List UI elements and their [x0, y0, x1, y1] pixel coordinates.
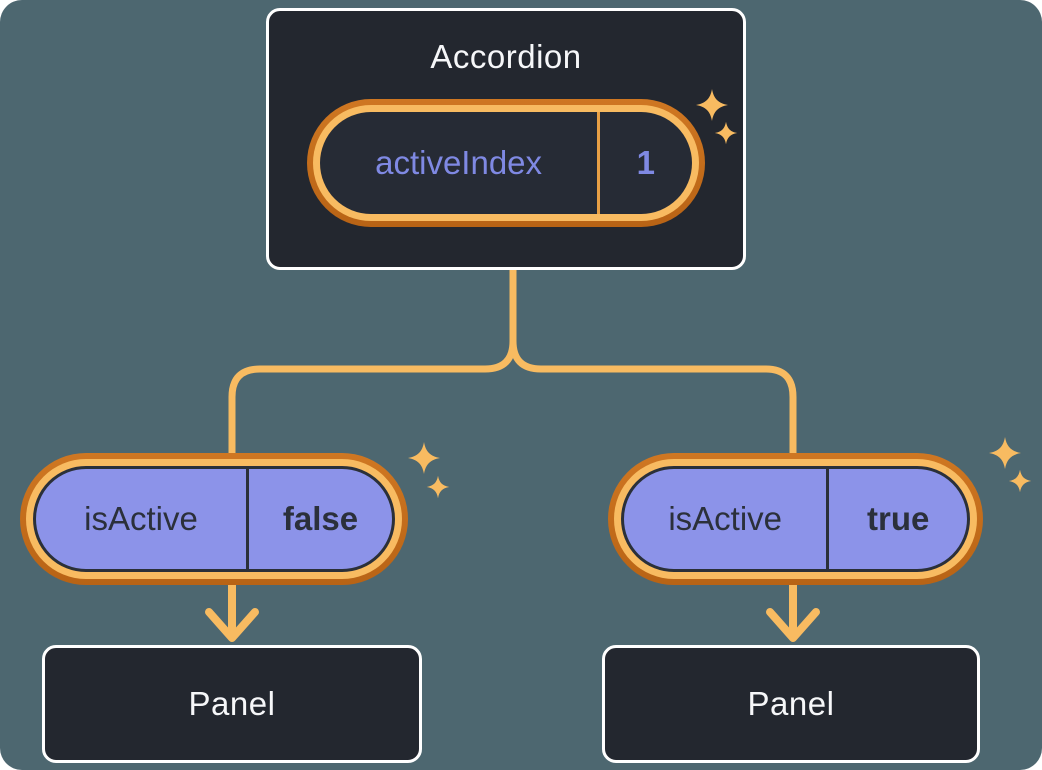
prop-pill-ring: isActive false [26, 459, 402, 579]
sparkle-icon [426, 475, 450, 499]
state-pill-divider [597, 112, 600, 214]
prop-pill-ring: isActive true [614, 459, 977, 579]
accordion-title: Accordion [430, 38, 582, 75]
prop-pill-value: true [867, 500, 930, 537]
prop-pill-value: false [282, 500, 359, 537]
connector-branch-right [509, 266, 797, 462]
panel-title: Panel [747, 685, 835, 722]
state-pill-label: activeIndex [375, 144, 543, 181]
panel-title: Panel [188, 685, 276, 722]
arrow-left-head [205, 608, 259, 642]
sparkle-icon [408, 442, 440, 474]
prop-pill-label: isActive [84, 500, 198, 537]
state-pill-ring: activeIndex 1 [313, 105, 699, 221]
state-pill-value: 1 [636, 144, 655, 181]
prop-pill-isactive-true: isActive true [608, 453, 983, 585]
state-pill: activeIndex 1 [307, 99, 705, 227]
prop-pill-divider [246, 469, 250, 569]
connector-branch-left [228, 266, 517, 462]
prop-pill-divider [826, 469, 830, 569]
panel-node-right: Panel [602, 645, 980, 763]
arrow-right-head [766, 608, 820, 642]
prop-pill-isactive-false: isActive false [20, 453, 408, 585]
prop-pill-label: isActive [668, 500, 783, 537]
sparkle-icon [1008, 469, 1032, 493]
sparkle-icon [989, 437, 1021, 469]
accordion-node: Accordion activeIndex 1 [266, 8, 746, 270]
panel-node-left: Panel [42, 645, 422, 763]
